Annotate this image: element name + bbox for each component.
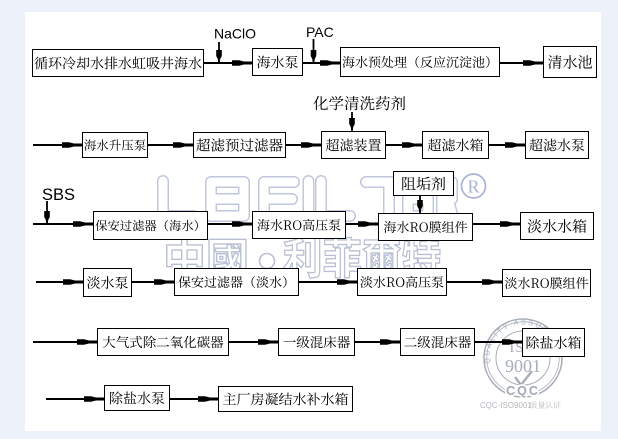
svg-text:PAC: PAC xyxy=(306,24,334,40)
svg-text:CQC: CQC xyxy=(506,384,540,398)
svg-text:SBS: SBS xyxy=(42,186,75,204)
svg-text:NaClO: NaClO xyxy=(214,26,256,42)
svg-text:CQC-ISO9001: CQC-ISO9001 xyxy=(480,401,532,410)
svg-text:CQC: CQC xyxy=(506,384,540,398)
svg-text:R: R xyxy=(467,177,479,197)
svg-text:9001: 9001 xyxy=(505,356,541,376)
